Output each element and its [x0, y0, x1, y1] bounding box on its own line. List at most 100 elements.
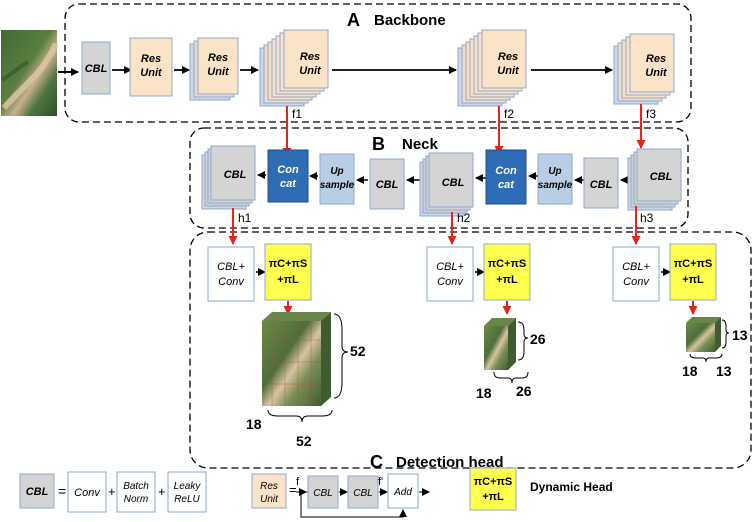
backbone-cbl-block: CBL	[81, 41, 111, 95]
output-cube-52	[262, 312, 331, 406]
svg-text:+πL: +πL	[682, 274, 704, 286]
output-1-depth: 18	[246, 416, 262, 432]
legend-dynamic-head: πC+πS +πL	[469, 467, 517, 511]
svg-text:+πL: +πL	[482, 491, 504, 503]
svg-text:Unit: Unit	[299, 65, 322, 77]
svg-text:Res: Res	[260, 481, 278, 492]
head-cblconv-2: CBL+ Conv	[426, 246, 474, 302]
head-title: Detection head	[396, 454, 504, 471]
output-1-size-bottom: 52	[296, 433, 312, 449]
output-cube-13	[686, 317, 721, 352]
neck-cbl-3: CBL	[583, 157, 619, 209]
neck-upsample-1: Up sample	[319, 153, 355, 205]
svg-text:CBL: CBL	[376, 179, 399, 191]
neck-cbl-stack-3: CBL	[627, 148, 682, 211]
svg-text:Res: Res	[141, 53, 161, 65]
svg-text:Add: Add	[393, 487, 412, 498]
svg-text:Res: Res	[208, 52, 228, 64]
neck-letter: B	[372, 134, 385, 154]
legend-equals-2: =	[289, 482, 297, 497]
svg-text:CBL+: CBL+	[622, 261, 650, 273]
svg-text:Con: Con	[277, 164, 299, 176]
backbone-letter: A	[347, 10, 360, 30]
svg-text:Unit: Unit	[497, 65, 520, 77]
backbone-res-unit-5: Res Unit	[613, 33, 675, 105]
output-2-size-right: 26	[530, 331, 546, 347]
legend-add-block: Add	[387, 473, 419, 509]
neck-upsample-2: Up sample	[537, 153, 573, 205]
legend-conv: Conv	[67, 471, 107, 513]
legend-skip-connection	[300, 492, 407, 518]
output-3-size-bottom: 13	[716, 363, 732, 379]
legend-leaky-relu: Leaky ReLU	[167, 471, 207, 513]
neck-concat-1: Con cat	[267, 149, 309, 203]
legend-cbl: CBL	[19, 473, 55, 509]
svg-text:πC+πS: πC+πS	[674, 258, 713, 270]
svg-text:Unit: Unit	[207, 66, 230, 78]
svg-text:CBL: CBL	[442, 177, 465, 189]
svg-text:sample: sample	[538, 180, 573, 191]
svg-text:Res: Res	[646, 53, 666, 65]
output-1-size-right: 52	[350, 343, 366, 359]
svg-text:CBL: CBL	[313, 488, 332, 499]
legend-batch-norm: Batch Norm	[116, 471, 156, 513]
svg-text:CBL: CBL	[26, 486, 49, 498]
svg-text:Unit: Unit	[260, 494, 279, 505]
svg-text:Res: Res	[498, 51, 518, 63]
brace-52-right	[333, 313, 349, 399]
backbone-title: Backbone	[374, 12, 446, 29]
legend-res-unit: Res Unit	[251, 473, 287, 509]
backbone-cbl-label: CBL	[85, 63, 108, 75]
svg-text:Conv: Conv	[218, 276, 245, 288]
legend-res-cbl-1: CBL	[307, 475, 339, 509]
svg-text:CBL: CBL	[650, 171, 673, 183]
svg-text:CBL: CBL	[353, 488, 372, 499]
dynamic-head-3: πC+πS +πL	[669, 243, 717, 301]
legend-f-prime: f'	[378, 476, 383, 488]
f1-label: f1	[292, 107, 302, 121]
svg-text:CBL: CBL	[224, 169, 247, 181]
head-cblconv-1: CBL+ Conv	[207, 246, 255, 302]
h2-label: h2	[457, 211, 471, 225]
svg-text:Unit: Unit	[140, 67, 163, 79]
svg-text:πC+πS: πC+πS	[474, 476, 513, 488]
legend-plus-1: +	[108, 484, 116, 499]
backbone-res-unit-3: Res Unit	[259, 29, 329, 107]
output-3-depth: 18	[682, 363, 698, 379]
svg-text:πC+πS: πC+πS	[488, 258, 527, 270]
legend-res-cbl-2: CBL	[347, 475, 379, 509]
output-3-size-right: 13	[732, 327, 748, 343]
input-image	[0, 30, 59, 116]
dynamic-head-1: πC+πS +πL	[264, 243, 312, 301]
svg-text:Leaky: Leaky	[174, 481, 202, 492]
svg-text:Unit: Unit	[645, 67, 668, 79]
svg-text:cat: cat	[280, 178, 297, 190]
svg-text:sample: sample	[320, 180, 355, 191]
neck-title: Neck	[402, 136, 439, 153]
neck-frame	[189, 127, 689, 229]
brace-13-right	[721, 319, 730, 349]
head-cblconv-3: CBL+ Conv	[612, 246, 660, 302]
svg-text:πC+πS: πC+πS	[269, 258, 308, 270]
output-2-size-bottom: 26	[516, 383, 532, 399]
f2-label: f2	[504, 107, 514, 121]
head-letter: C	[370, 452, 383, 472]
svg-text:Res: Res	[300, 51, 320, 63]
svg-text:Batch: Batch	[123, 481, 149, 492]
svg-text:CBL+: CBL+	[217, 261, 245, 273]
svg-text:CBL+: CBL+	[436, 261, 464, 273]
head-frame	[189, 231, 752, 469]
brace-52-bottom	[267, 409, 333, 423]
legend-f-in: f	[296, 476, 300, 488]
svg-text:Con: Con	[495, 165, 517, 177]
legend-dynamic-head-label: Dynamic Head	[530, 480, 613, 494]
backbone-res-unit-4: Res Unit	[457, 29, 527, 107]
svg-text:cat: cat	[498, 179, 515, 191]
svg-text:+πL: +πL	[496, 274, 518, 286]
backbone-frame	[64, 3, 692, 123]
svg-text:Conv: Conv	[437, 276, 464, 288]
neck-concat-2: Con cat	[485, 149, 527, 205]
neck-cbl-2: CBL	[369, 158, 405, 210]
output-2-depth: 18	[476, 385, 492, 401]
